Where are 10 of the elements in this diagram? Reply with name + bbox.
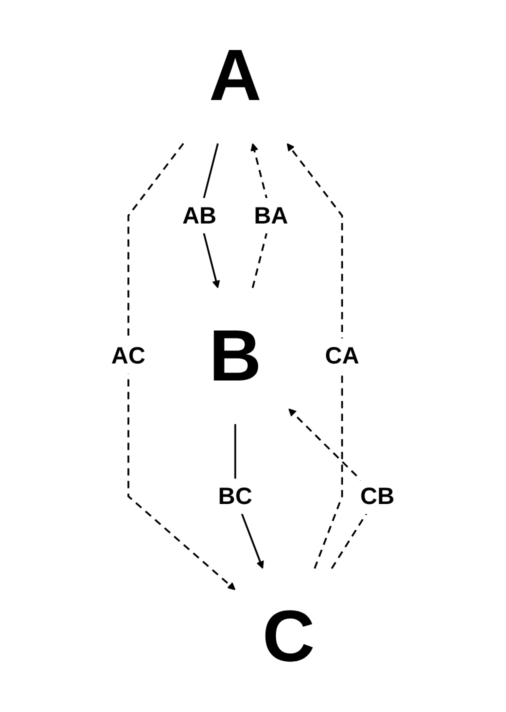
edge-label: CA [325,342,360,370]
edge-label: BC [218,482,252,510]
arrow [286,143,344,569]
edge-label: CB [360,482,395,510]
node-text: B [209,315,262,396]
node-text: A [209,34,262,116]
edge-label: AC [111,342,146,370]
edge-label: AB [182,202,217,229]
edge-label: BA [254,202,288,229]
node-text: C [262,596,316,677]
